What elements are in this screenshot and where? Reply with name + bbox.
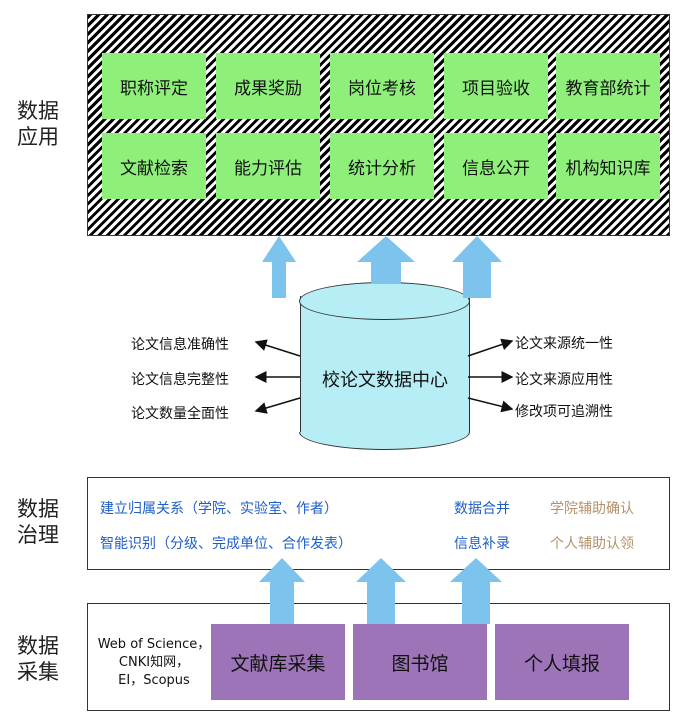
governance-assist: 学院辅助确认 [550,501,634,517]
upward-arrow [450,558,502,624]
app-cell: 成果奖励 [216,53,320,119]
layer-label-application: 数据 应用 [8,98,68,150]
attribute-left: 论文数量全面性 [131,406,229,422]
attribute-arrow [254,397,301,414]
attribute-arrow [467,338,514,357]
collection-sources: Web of Science， CNKI知网， EI，Scopus [93,636,215,690]
governance-layer-box [87,477,670,570]
attribute-right: 修改项可追溯性 [515,404,613,420]
attribute-left: 论文信息准确性 [131,337,229,353]
app-cell: 能力评估 [216,133,320,199]
layer-label-collection: 数据 采集 [8,633,68,685]
app-cell: 信息公开 [444,133,548,199]
database-title: 校论文数据中心 [322,370,448,391]
governance-method: 智能识别（分级、完成单位、合作发表） [100,536,352,552]
layer-label-collection-text: 数据 采集 [17,634,59,684]
upward-arrow [356,558,406,624]
governance-assist: 个人辅助认领 [550,536,634,552]
collection-sources-text: Web of Science， CNKI知网， EI，Scopus [97,637,211,688]
database-cylinder-top [299,282,470,320]
collection-channel: 文献库采集 [211,624,345,700]
upward-arrow [262,236,296,298]
app-cell: 项目验收 [444,53,548,119]
upward-arrow [259,558,305,624]
collection-channel: 个人填报 [495,624,629,700]
collection-channel: 图书馆 [353,624,487,700]
attribute-right: 论文来源应用性 [515,372,613,388]
attribute-arrow [254,339,301,357]
attribute-left: 论文信息完整性 [131,372,229,388]
app-cell: 统计分析 [330,133,434,199]
governance-operation: 数据合并 [454,501,510,517]
governance-operation: 信息补录 [454,536,510,552]
app-cell: 岗位考核 [330,53,434,119]
app-cell: 机构知识库 [556,133,660,199]
layer-label-governance-text: 数据 治理 [17,497,59,547]
layer-label-application-text: 数据 应用 [17,99,59,149]
upward-arrow [357,236,415,284]
attribute-right: 论文来源统一性 [515,336,613,352]
app-cell: 文献检索 [102,133,206,199]
app-cell: 教育部统计 [556,53,660,119]
attribute-arrow [467,397,514,413]
app-cell: 职称评定 [102,53,206,119]
governance-method: 建立归属关系（学院、实验室、作者） [100,501,338,517]
application-layer-box: 职称评定 成果奖励 岗位考核 项目验收 教育部统计 文献检索 能力评估 统计分析… [87,14,670,236]
upward-arrow [452,236,502,298]
layer-label-governance: 数据 治理 [8,496,68,548]
